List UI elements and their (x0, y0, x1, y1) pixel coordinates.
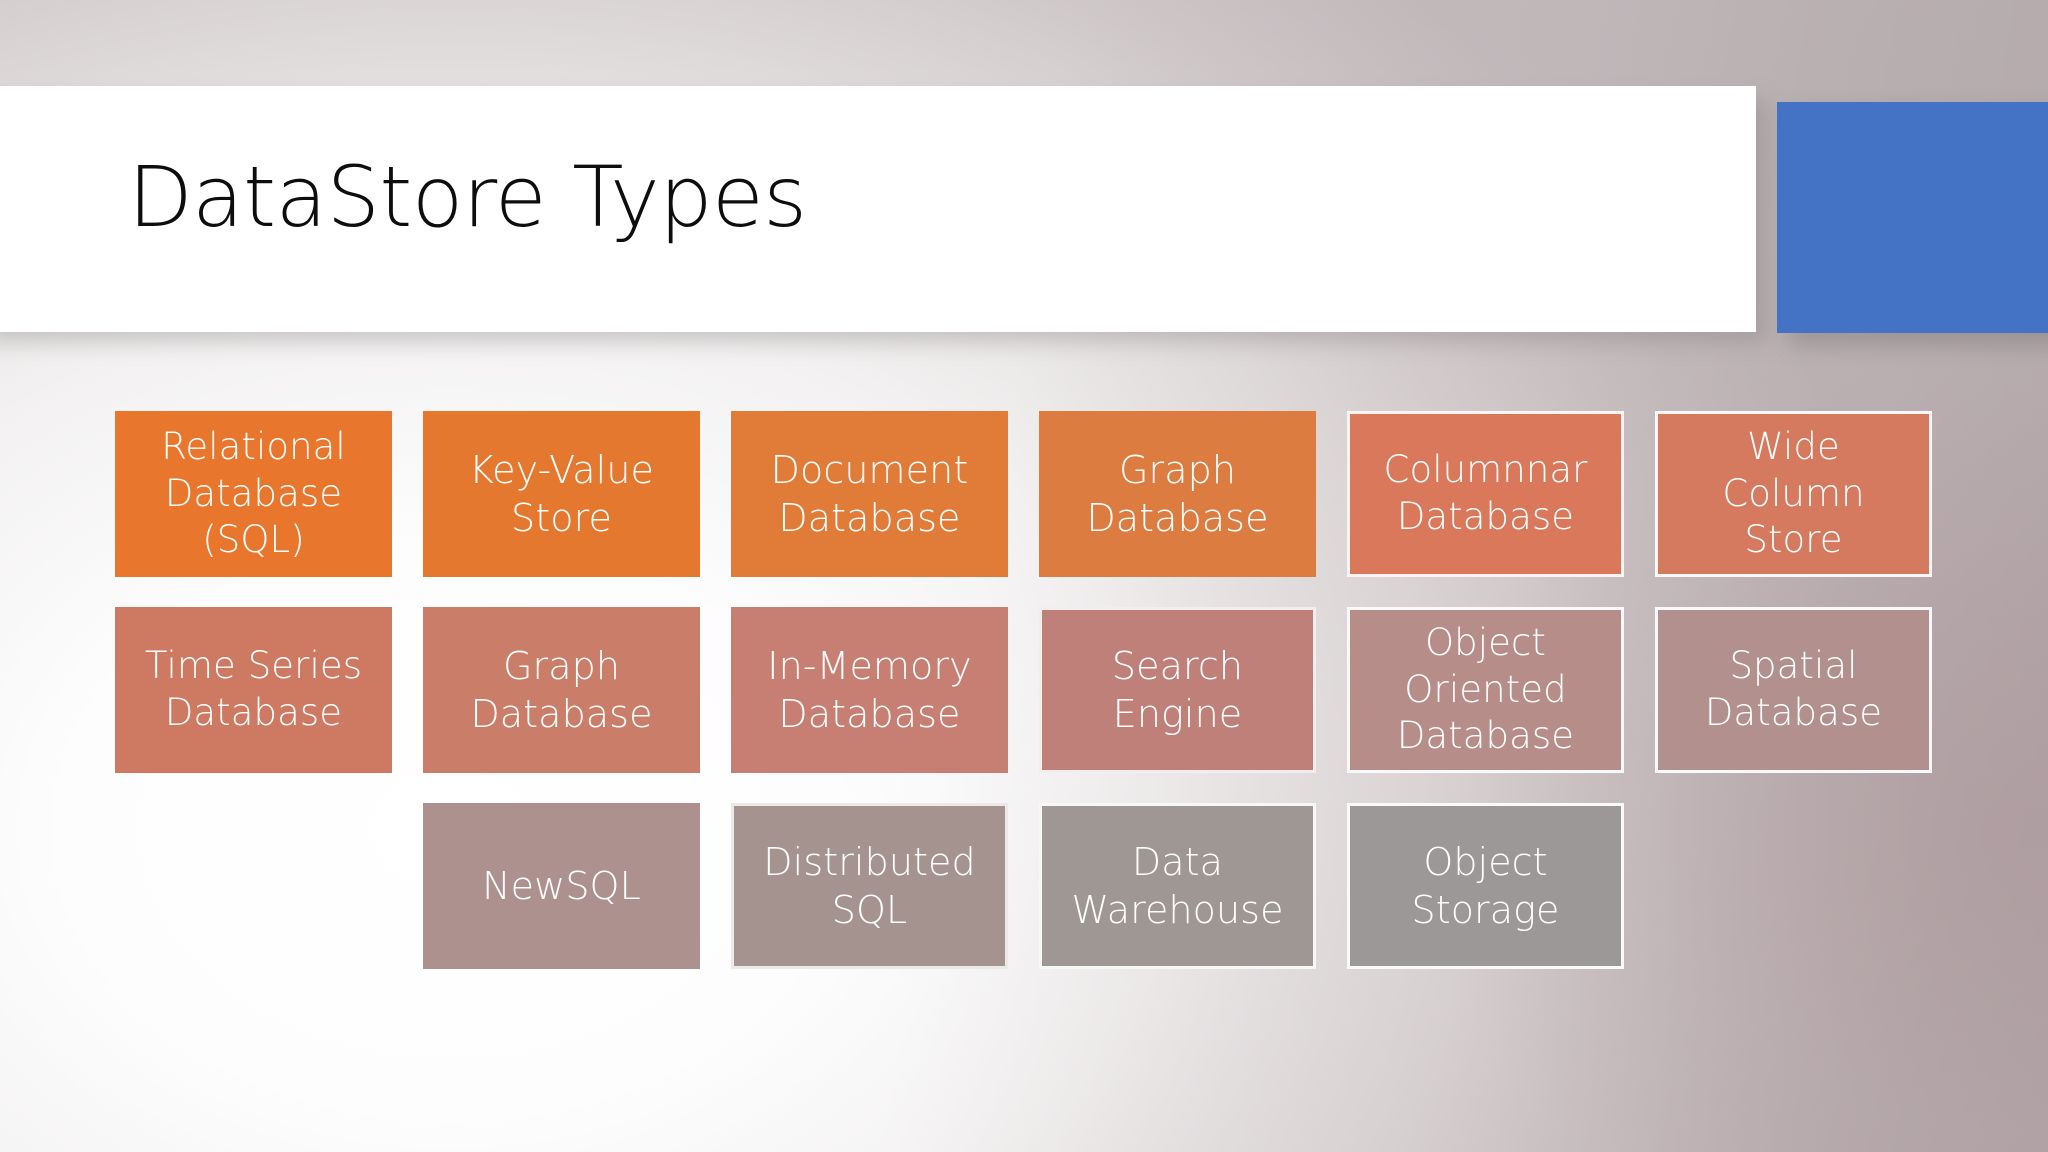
datastore-tile: Graph Database (1039, 411, 1316, 577)
datastore-tile: Key-Value Store (423, 411, 700, 577)
datastore-tile: Relational Database (SQL) (115, 411, 392, 577)
title-band (0, 86, 1756, 332)
datastore-tile-label: Graph Database (470, 643, 653, 736)
datastore-tile: Graph Database (423, 607, 700, 773)
datastore-tile-label: Object Oriented Database (1396, 620, 1575, 758)
datastore-tile: Spatial Database (1655, 607, 1932, 773)
datastore-tile: Distributed SQL (731, 803, 1008, 969)
datastore-tile: Columnnar Database (1347, 411, 1624, 577)
datastore-tile-label: Spatial Database (1704, 644, 1883, 734)
datastore-tile: Search Engine (1039, 607, 1316, 773)
datastore-tile: Object Oriented Database (1347, 607, 1624, 773)
datastore-tile-label: Distributed SQL (763, 839, 976, 932)
datastore-tile: Data Warehouse (1039, 803, 1316, 969)
datastore-tile: Object Storage (1347, 803, 1624, 969)
datastore-tile-label: In-Memory Database (767, 643, 972, 736)
datastore-tile: Document Database (731, 411, 1008, 577)
datastore-tile-label: Time Series Database (144, 644, 363, 734)
datastore-tile-label: Relational Database (SQL) (161, 424, 346, 562)
datastore-tile-label: Document Database (770, 447, 969, 540)
datastore-tile-label: Key-Value Store (469, 447, 654, 540)
datastore-tile: Time Series Database (115, 607, 392, 773)
datastore-tile-label: Wide Column Store (1722, 424, 1865, 562)
datastore-tile: NewSQL (423, 803, 700, 969)
datastore-tile-label: Graph Database (1086, 447, 1269, 540)
datastore-tile: In-Memory Database (731, 607, 1008, 773)
datastore-tile-label: Columnnar Database (1383, 448, 1588, 538)
datastore-tile-label: Search Engine (1111, 643, 1244, 736)
accent-block (1777, 102, 2048, 333)
datastore-tile-label: Data Warehouse (1071, 839, 1284, 932)
datastore-tile-label: Object Storage (1411, 839, 1560, 932)
datastore-tile-label: NewSQL (482, 863, 641, 908)
datastore-tile: Wide Column Store (1655, 411, 1932, 577)
page-title: DataStore Types (128, 148, 807, 246)
